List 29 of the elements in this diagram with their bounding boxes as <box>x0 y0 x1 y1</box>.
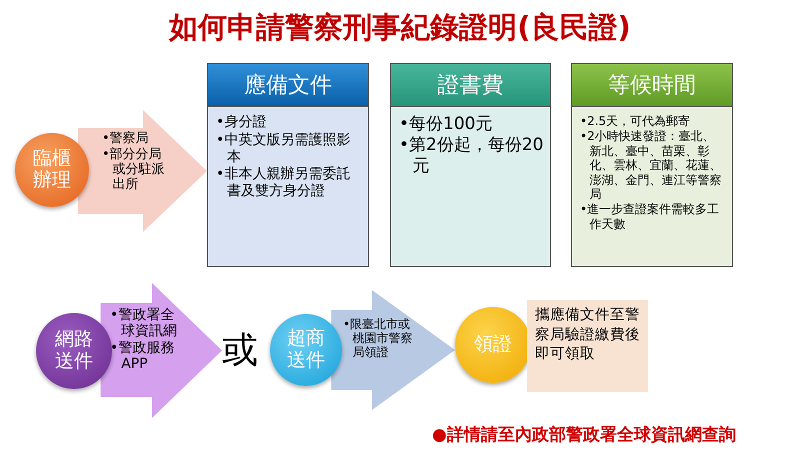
card-heading: 應備文件 <box>208 64 368 107</box>
conjunction-label: 或 <box>222 328 258 374</box>
block-arrow <box>331 290 455 410</box>
card-heading: 等候時間 <box>572 64 732 107</box>
note-box: 攜應備文件至警察局驗證繳費後即可領取 <box>527 300 648 392</box>
bullet-item: •警政署全球資訊網 <box>110 307 178 340</box>
bullet-item: •身分證 <box>216 114 268 131</box>
step-circle: 臨櫃辦理 <box>15 133 89 207</box>
info-card <box>571 63 733 267</box>
bullet-item: •非本人親辦另需委託書及雙方身分證 <box>216 166 352 200</box>
bullet-item: •警察局 <box>102 132 150 147</box>
bullet-item: •中英文版另需護照影本 <box>216 132 352 166</box>
bullet-item: •2.5天，可代為郵寄 <box>580 114 692 128</box>
bullet-item: •進一步查證案件需較多工作天數 <box>580 202 720 232</box>
step-circle: 網路送件 <box>36 313 112 389</box>
bullet-item: •部分分局或分駐派出所 <box>102 148 166 193</box>
block-arrow <box>100 283 222 418</box>
bullet-item: •警政服務APP <box>110 340 176 372</box>
bullet-item: •每份100元 <box>399 114 494 134</box>
bullet-item: •2小時快速發證：臺北、新北、臺中、苗栗、彰化、雲林、宜蘭、花蓮、澎湖、金門、連江等警察局 <box>580 129 723 202</box>
step-circle: 超商送件 <box>270 314 342 386</box>
info-card <box>207 63 369 267</box>
title: 如何申請警察刑事紀錄證明(良民證) <box>168 9 632 46</box>
bullet-item: •第2份起，每份20元 <box>399 135 544 176</box>
info-card <box>390 63 551 267</box>
block-arrow <box>78 110 207 232</box>
bullet-item: •限臺北市或桃園市警察局領證 <box>343 318 414 360</box>
card-heading: 證書費 <box>391 64 550 107</box>
footnote: ●詳情請至內政部警政署全球資訊網查詢 <box>432 424 736 446</box>
